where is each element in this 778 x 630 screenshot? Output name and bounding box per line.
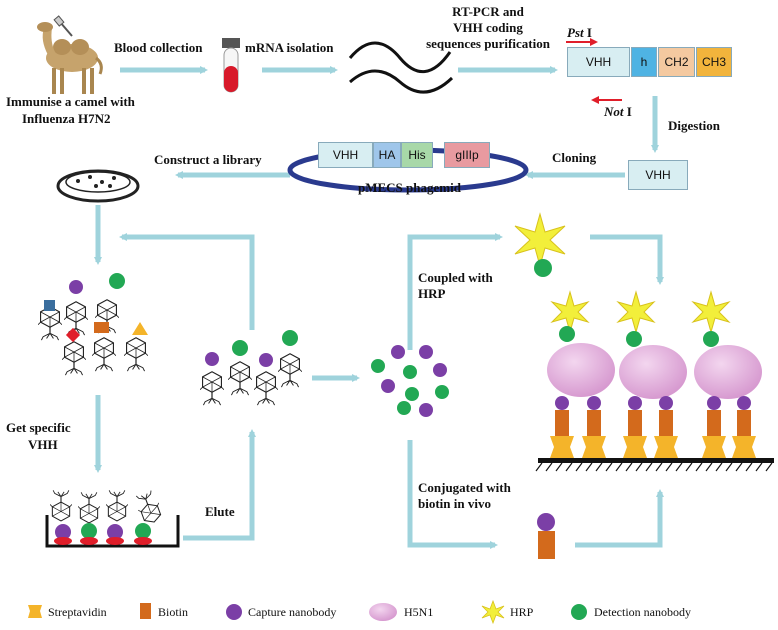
pst-suffix: I	[583, 25, 592, 40]
step-get-vhh-line1: Get specific	[6, 420, 71, 435]
step-cloning: Cloning	[552, 150, 597, 165]
not-label: Not I	[604, 104, 632, 119]
step-construct-library: Construct a library	[154, 152, 262, 167]
legend-detection-icon	[571, 604, 587, 620]
step-get-vhh-line2: VHH	[28, 437, 58, 452]
selected-phages	[200, 330, 302, 406]
legend-capture: Capture nanobody	[248, 605, 337, 619]
sandwich-assay	[535, 290, 774, 472]
legend-capture-icon	[226, 604, 242, 620]
step-digestion: Digestion	[668, 118, 720, 133]
phagemid-g3p-box: gIIIp	[444, 142, 490, 168]
construct-ch2-box: CH2	[658, 47, 695, 77]
arrow-panning-back	[119, 233, 255, 330]
arrows	[94, 66, 664, 549]
step-elute: Elute	[205, 504, 235, 519]
phagemid-vhh-box: VHH	[318, 142, 373, 168]
legend-biotin: Biotin	[158, 605, 189, 619]
vhh-fragment-box: VHH	[628, 160, 688, 190]
mrna-icon	[348, 41, 454, 94]
biotin-capture-conjugate	[537, 513, 555, 559]
pst-enzyme: Pst	[567, 25, 584, 40]
step-blood-collection: Blood collection	[114, 40, 203, 55]
hrp-detection-conjugate	[514, 212, 566, 277]
arrow-hrp-down	[590, 234, 664, 285]
legend-h5n1: H5N1	[404, 605, 434, 619]
step-coupled-hrp-line1: Coupled with	[418, 270, 493, 285]
arrow-down-biotin	[407, 440, 498, 549]
petri-dish-icon	[56, 169, 140, 203]
panning-well	[45, 489, 180, 548]
not-suffix: I	[623, 104, 632, 119]
step-rtpcr-line2: VHH coding	[453, 20, 523, 35]
step-coupled-hrp-line2: HRP	[418, 286, 446, 301]
legend-icons	[28, 599, 587, 625]
legend-hrp: HRP	[510, 605, 534, 619]
step-mrna-isolation: mRNA isolation	[245, 40, 334, 55]
step-rtpcr-line3: sequences purification	[426, 36, 550, 51]
arrow-biotin-up	[575, 489, 664, 548]
legend-streptavidin-icon	[28, 605, 42, 618]
phagemid-his-box: His	[401, 142, 433, 168]
pst-label: Pst I	[567, 25, 592, 40]
legend-hrp-icon	[481, 599, 505, 625]
blood-tube-icon	[222, 38, 240, 93]
step-immunise-line2: Influenza H7N2	[22, 111, 111, 126]
phagemid-ha-box: HA	[373, 142, 401, 168]
legend-h5n1-icon	[369, 603, 397, 621]
nanobody-mix	[371, 345, 449, 417]
construct-ch3-box: CH3	[696, 47, 732, 77]
not-enzyme: Not	[604, 104, 624, 119]
construct-vhh-box: VHH	[567, 47, 630, 77]
step-immunise-line1: Immunise a camel with	[6, 94, 135, 109]
step-biotin-line2: biotin in vivo	[418, 496, 491, 511]
arrow-elute	[183, 429, 256, 541]
construct-h-box: h	[631, 47, 657, 77]
phage-library	[38, 273, 148, 376]
phagemid-name: pMECS phagemid	[358, 180, 461, 195]
legend-detection: Detection nanobody	[594, 605, 691, 619]
legend-streptavidin: Streptavidin	[48, 605, 107, 619]
legend-biotin-icon	[140, 603, 151, 619]
arrow-up-hrp	[407, 233, 503, 350]
step-biotin-line1: Conjugated with	[418, 480, 511, 495]
camel-illustration	[37, 15, 103, 94]
step-rtpcr-line1: RT-PCR and	[452, 4, 524, 19]
